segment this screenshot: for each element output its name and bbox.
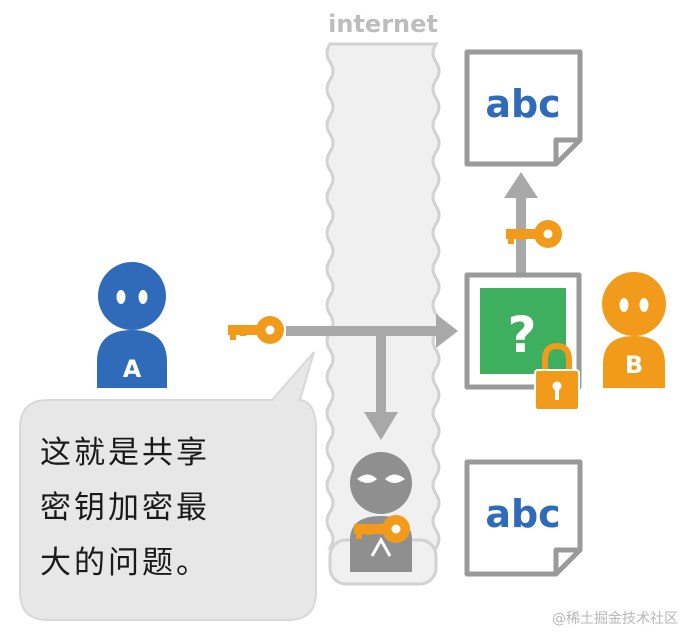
user-a-icon: A [97, 262, 167, 388]
user-a-label: A [123, 355, 142, 383]
document-top-text: abc [485, 82, 560, 126]
caption: 这就是共享 密钥加密最 大的问题。 [40, 426, 250, 591]
document-decrypted-icon: abc [464, 49, 583, 167]
caption-line-1: 这就是共享 [40, 435, 210, 471]
document-bottom-text: abc [485, 492, 560, 536]
speech-bubble [19, 351, 317, 621]
caption-line-3: 大的问题。 [40, 545, 210, 581]
decrypt-arrow [504, 172, 538, 274]
caption-line-2: 密钥加密最 [40, 490, 210, 526]
watermark: @稀土掘金技术社区 [552, 611, 678, 627]
intercept-arrow [364, 334, 398, 440]
question-mark: ? [507, 306, 536, 364]
padlock-icon [534, 342, 580, 411]
user-b-label: B [625, 351, 643, 379]
encrypted-data-icon: ? [464, 272, 582, 390]
internet-label: internet [328, 10, 438, 38]
document-stolen-icon: abc [464, 459, 583, 577]
transfer-arrow [286, 314, 458, 348]
internet-band [325, 42, 441, 550]
receiver-key-icon [506, 220, 562, 248]
user-b-icon: B [602, 272, 666, 388]
shared-key-icon [228, 316, 284, 344]
